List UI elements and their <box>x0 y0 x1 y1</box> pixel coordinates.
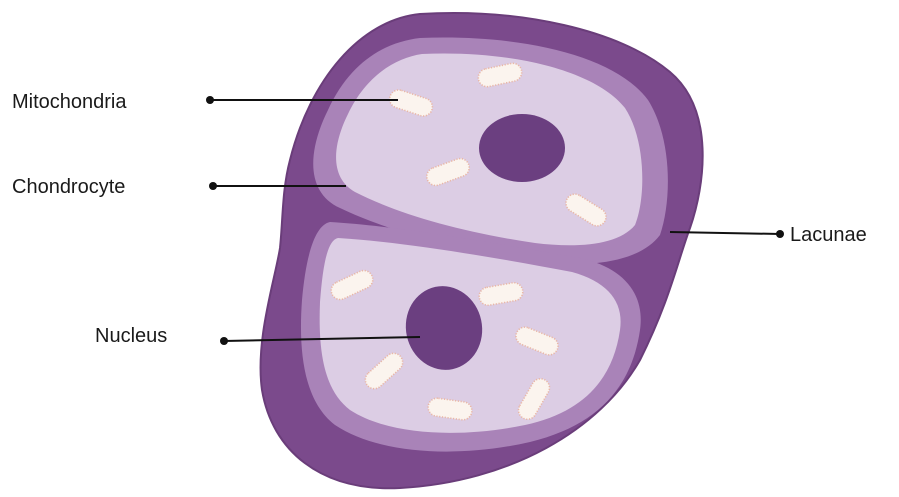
label-mitochondria: Mitochondria <box>12 91 127 113</box>
label-lacunae: Lacunae <box>790 224 867 246</box>
label-nucleus: Nucleus <box>95 325 167 347</box>
upper-nucleus <box>479 114 565 182</box>
label-chondrocyte: Chondrocyte <box>12 176 125 198</box>
